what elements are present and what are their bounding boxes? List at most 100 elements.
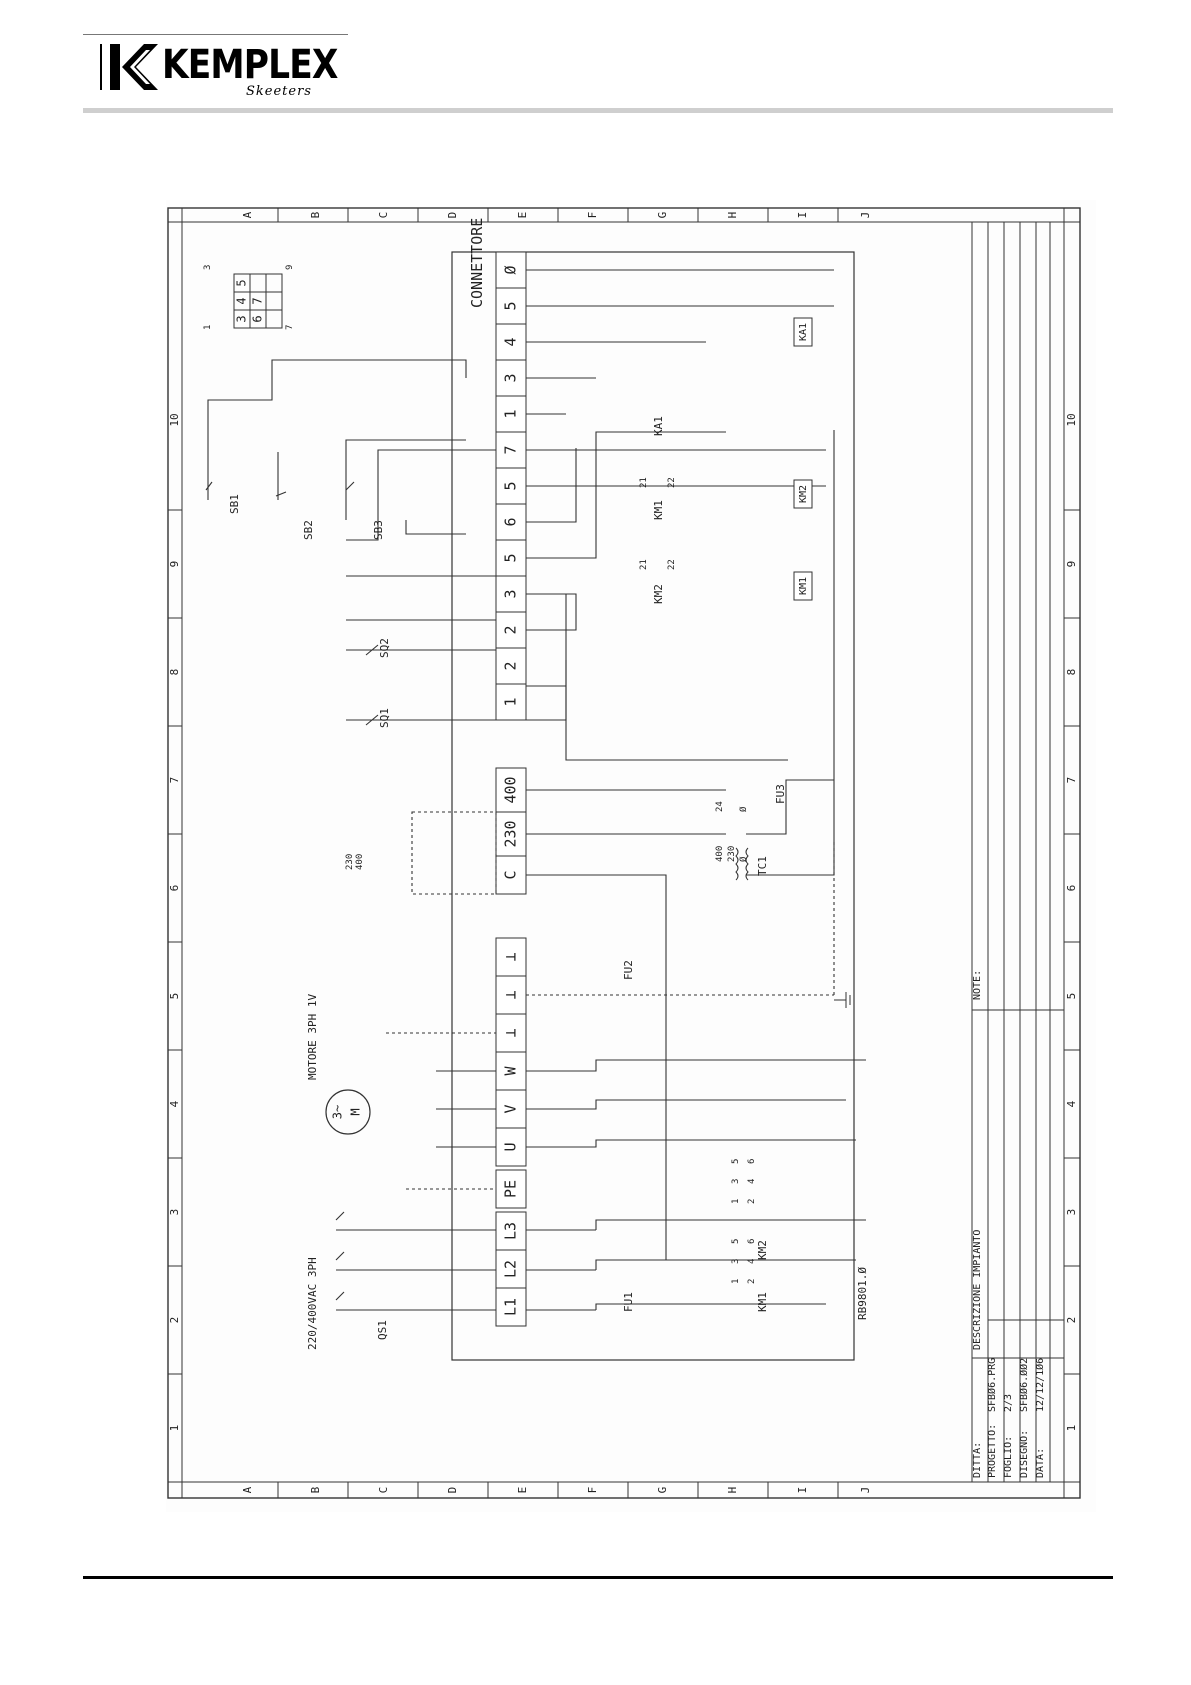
motor-label: MOTORE 3PH 1V: [306, 994, 319, 1080]
page-header: KEMPLEX Skeeters: [0, 0, 1191, 120]
row-dividers: [168, 509, 1080, 1375]
km-pin: 3: [731, 1259, 741, 1264]
contact-21: 21: [639, 559, 649, 570]
switch-symbols: [205, 481, 379, 1301]
km-pin-numbers: 1 3 5 2 4 6 1 3 5 2 4 6: [731, 1159, 757, 1284]
column-labels-bottom: A B C D E F G H I J: [241, 1486, 872, 1493]
col-label: I: [796, 1487, 809, 1494]
wiring: [207, 269, 866, 1311]
disegno-label: DISEGNO:: [1019, 1430, 1030, 1478]
terminal-label: C: [502, 870, 520, 879]
row-label: 4: [168, 1100, 181, 1107]
title-block: [971, 222, 1064, 1482]
km2-contact-label: KM2: [652, 584, 665, 604]
keypad-mark: 7: [285, 325, 295, 330]
km1-label: KM1: [756, 1292, 769, 1312]
contact-22: 22: [667, 477, 677, 488]
title-block-text: DITTA: PROGETTO: SFBØ6.PRG FOGLIO: 2/3 D…: [972, 970, 1046, 1478]
km-pin: 5: [731, 1159, 741, 1164]
schematic-drawing: A B C D E F G H I J A B C D E F G H I J …: [166, 200, 1096, 1512]
col-label: A: [241, 211, 254, 218]
logo-text: KEMPLEX: [162, 42, 338, 88]
electrical-schematic-sheet: A B C D E F G H I J A B C D E F G H I J …: [166, 200, 1096, 1512]
terminal-label: V: [502, 1104, 520, 1113]
col-label: G: [656, 212, 669, 219]
foglio-value: 2/3: [1003, 1394, 1014, 1412]
ground-icon: [834, 992, 851, 1008]
km-pin: 5: [731, 1239, 741, 1244]
descrizione-label: DESCRIZIONE IMPIANTO: [972, 1230, 983, 1350]
progetto-value: SFBØ6.PRG: [986, 1358, 998, 1412]
progetto-label: PROGETTO:: [987, 1424, 998, 1478]
terminal-label: 7: [502, 445, 520, 454]
row-label: 9: [168, 561, 181, 568]
row-label: 4: [1065, 1100, 1078, 1107]
terminal-label: 400: [502, 776, 520, 803]
row-label: 7: [168, 777, 181, 784]
terminal-label: 2: [502, 661, 520, 670]
row-label: 2: [168, 1317, 181, 1324]
terminal-label: L1: [502, 1298, 520, 1316]
terminal-label: U: [502, 1142, 520, 1151]
col-label: E: [516, 212, 529, 219]
col-label: B: [309, 211, 322, 218]
col-label: G: [656, 1487, 669, 1494]
keypad-mark: 1: [203, 325, 213, 330]
column-dividers: [277, 208, 839, 1498]
col-label: H: [726, 212, 739, 219]
fu1-label: FU1: [622, 1292, 635, 1312]
header-top-line: [83, 34, 348, 35]
terminal-label: L2: [502, 1260, 520, 1278]
terminal-label: 5: [502, 481, 520, 490]
transformer-symbol: [735, 847, 749, 881]
terminal-label: Ø: [502, 265, 520, 274]
row-label: 8: [1065, 669, 1078, 676]
foglio-label: FOGLIO:: [1003, 1436, 1014, 1478]
sq1-label: SQ1: [378, 708, 391, 728]
keypad-mark: 3: [203, 265, 213, 270]
motor-m-label: M: [349, 1108, 363, 1115]
terminal-label: ⊥: [502, 990, 520, 999]
terminal-label: 3: [502, 589, 520, 598]
disegno-value: SFBØ6.ØØ2: [1018, 1358, 1030, 1412]
terminal-strip: [495, 251, 527, 1327]
col-label: D: [446, 212, 459, 219]
km-pin: 2: [747, 1199, 757, 1204]
drawing-code: RB9801.Ø: [856, 1267, 869, 1320]
col-label: B: [309, 1486, 322, 1493]
row-label: 5: [1065, 993, 1078, 1000]
terminal-label: W: [502, 1066, 520, 1076]
enclosure-box: [451, 251, 855, 1361]
col-label: E: [516, 1487, 529, 1494]
km-pin: 1: [731, 1279, 741, 1284]
motor-phase-label: 3~: [331, 1105, 345, 1119]
row-label: 5: [168, 993, 181, 1000]
terminal-label: 5: [502, 301, 520, 310]
contact-22: 22: [667, 559, 677, 570]
km-pin: 6: [747, 1159, 757, 1164]
coil-labels: KA1 KM2 KM1: [798, 323, 809, 595]
row-label: 6: [168, 885, 181, 892]
outer-frame: [167, 207, 1081, 1499]
row-labels-left: 1 2 3 4 5 6 7 8 9 10: [168, 413, 181, 1431]
terminal-label: 6: [502, 517, 520, 526]
fu3-label: FU3: [774, 784, 787, 804]
terminal-label: ⊥: [502, 952, 520, 961]
terminal-label: 1: [502, 697, 520, 706]
ditta-label: DITTA:: [972, 1442, 983, 1478]
col-label: C: [377, 212, 390, 219]
sb1-label: SB1: [228, 494, 241, 514]
km1-coil-label: KM1: [798, 577, 809, 595]
supply-label: 220/400VAC 3PH: [306, 1257, 319, 1350]
keypad-mark: 9: [285, 265, 295, 270]
terminal-label: 2: [502, 625, 520, 634]
row-label: 9: [1065, 561, 1078, 568]
col-label: C: [377, 1487, 390, 1494]
row-label: 6: [1065, 885, 1078, 892]
terminal-label: 3: [502, 373, 520, 382]
km-pin: 4: [747, 1259, 757, 1264]
row-label: 3: [168, 1209, 181, 1216]
col-label: F: [586, 1487, 599, 1494]
data-value: 12/12/1Ø6: [1034, 1358, 1046, 1412]
kemplex-logo-mark-icon: [100, 44, 158, 90]
